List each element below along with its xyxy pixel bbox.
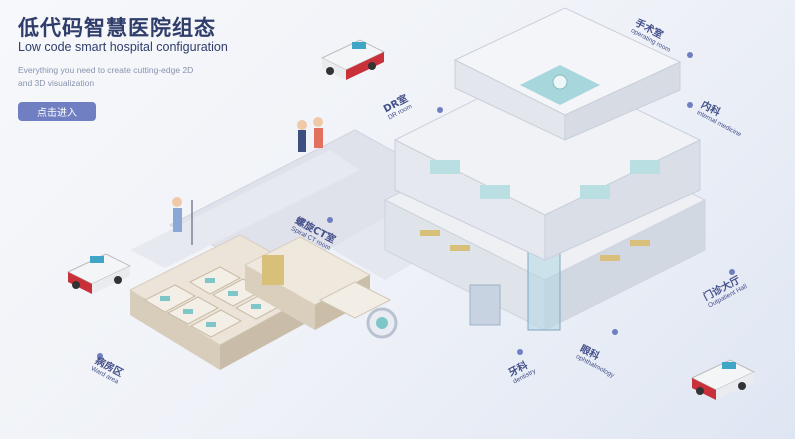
walkway-floor-lower xyxy=(130,150,360,268)
patient-figure xyxy=(297,117,323,152)
ambulance-icon xyxy=(66,253,132,294)
main-building xyxy=(383,7,707,331)
page-description: Everything you need to create cutting-ed… xyxy=(18,65,194,88)
entrance-door xyxy=(469,284,501,326)
ambulance-icon xyxy=(690,359,756,400)
location-pin-icon xyxy=(97,52,735,359)
ambulance-icon xyxy=(320,39,386,80)
page-title: 低代码智慧医院组态 xyxy=(18,16,216,40)
iv-patient-figure xyxy=(172,197,193,245)
page-subtitle: Low code smart hospital configuration xyxy=(18,40,228,54)
spiral-ct-block xyxy=(243,236,398,339)
enter-button[interactable]: 点击进入 xyxy=(18,102,96,121)
